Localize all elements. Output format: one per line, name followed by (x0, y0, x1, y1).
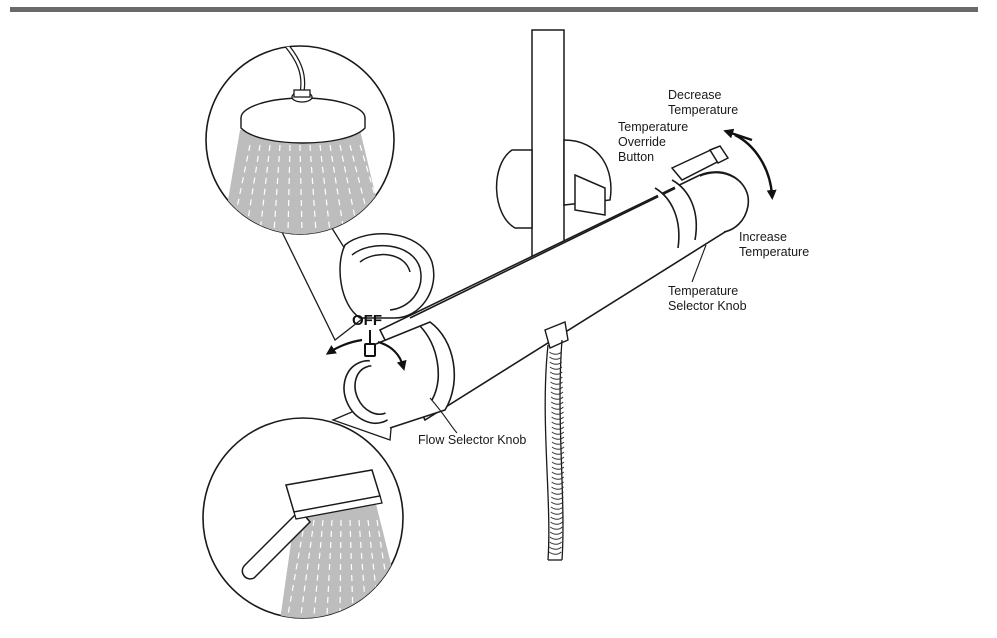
hose-coil (550, 506, 564, 510)
decrease-line-2: Temperature (668, 103, 739, 117)
hose-coil (551, 436, 565, 440)
hose-coil (550, 376, 563, 380)
flow-selector-knob[interactable] (334, 321, 456, 432)
hose-coil (550, 521, 563, 525)
riser-pipe (531, 29, 565, 271)
rotation-arrow-icon (325, 338, 407, 371)
hose-coil (551, 441, 565, 445)
texture-line (299, 144, 303, 233)
temperature-override-button[interactable] (670, 145, 730, 181)
hose-coil (551, 416, 564, 420)
override-line-2: Override (618, 135, 666, 149)
header-rule (10, 7, 978, 12)
hose-coil (551, 451, 565, 455)
texture-line (359, 144, 387, 233)
hose-coil (549, 531, 563, 535)
hose-coil (551, 481, 564, 485)
override-line-3: Button (618, 150, 655, 164)
texture-line (309, 144, 317, 233)
hose-coil (549, 361, 563, 365)
hose-coil (551, 421, 565, 425)
shower-hose (544, 339, 564, 561)
hose-coil (548, 551, 562, 555)
texture-line (319, 144, 331, 233)
texture-line (339, 519, 342, 616)
flow-selector-knob-label: Flow Selector Knob (418, 433, 527, 447)
hose-coil (551, 491, 564, 495)
left-wall-bracket (339, 233, 435, 319)
hose-coil (549, 351, 562, 355)
hose-coil (550, 386, 564, 390)
texture-line (326, 519, 333, 616)
increase-line-1: Increase (739, 230, 787, 244)
decrease-line-1: Decrease (668, 88, 722, 102)
texture-line (339, 144, 359, 233)
temp-knob-line-1: Temperature (668, 284, 739, 298)
hose-coil (549, 526, 563, 530)
hose-coil (551, 496, 564, 500)
hose-coil (551, 406, 564, 410)
increase-temperature-label: Increase Temperature (739, 230, 809, 260)
off-indicator (364, 330, 376, 357)
off-label: OFF (352, 312, 382, 329)
right-wall-bracket (495, 139, 612, 229)
texture-line (273, 144, 281, 233)
hose-coil (549, 356, 562, 360)
texture-line (245, 144, 261, 233)
increase-line-2: Temperature (739, 245, 810, 259)
override-button-label: Temperature Override Button (618, 120, 688, 165)
texture-line (349, 519, 354, 616)
texture-line (231, 144, 251, 233)
label-leaders (429, 244, 707, 434)
hose-coil (550, 516, 563, 520)
texture-line (287, 519, 306, 616)
override-line-1: Temperature (618, 120, 689, 134)
hose-coil (551, 461, 565, 465)
hose-coil (551, 431, 565, 435)
hose-coil (551, 471, 565, 475)
texture-line (313, 519, 324, 616)
hose-texture (548, 351, 565, 555)
hose-coil (551, 426, 565, 430)
overhead-shower-icon (205, 45, 395, 235)
hose-coil (551, 411, 564, 415)
texture-line (329, 144, 345, 233)
hose-coil (549, 536, 563, 540)
hose-coil (550, 511, 564, 515)
hose-coil (550, 501, 564, 505)
temperature-selector-knob-label: Temperature Selector Knob (668, 284, 747, 314)
hose-coil (550, 391, 564, 395)
hose-coil (549, 541, 562, 545)
texture-line (300, 519, 315, 616)
hose-coil (550, 381, 563, 385)
texture-line (287, 144, 291, 233)
handheld-shower-icon (202, 417, 404, 619)
hose-coil (551, 486, 564, 490)
texture-line (259, 144, 271, 233)
hose-coil (551, 466, 565, 470)
hose-coil (550, 401, 564, 405)
hose-coil (551, 476, 565, 480)
texture-line (349, 144, 373, 233)
hose-coil (549, 546, 562, 550)
hose-coil (549, 371, 563, 375)
hose-coil (551, 456, 565, 460)
decrease-temperature-label: Decrease Temperature (668, 88, 738, 118)
temperature-selector-knob[interactable] (699, 171, 750, 233)
temp-knob-line-2: Selector Knob (668, 299, 747, 313)
temperature-arrow-icon (723, 128, 777, 200)
hose-coil (549, 366, 563, 370)
hose-coil (551, 446, 565, 450)
hose-coil (550, 396, 564, 400)
